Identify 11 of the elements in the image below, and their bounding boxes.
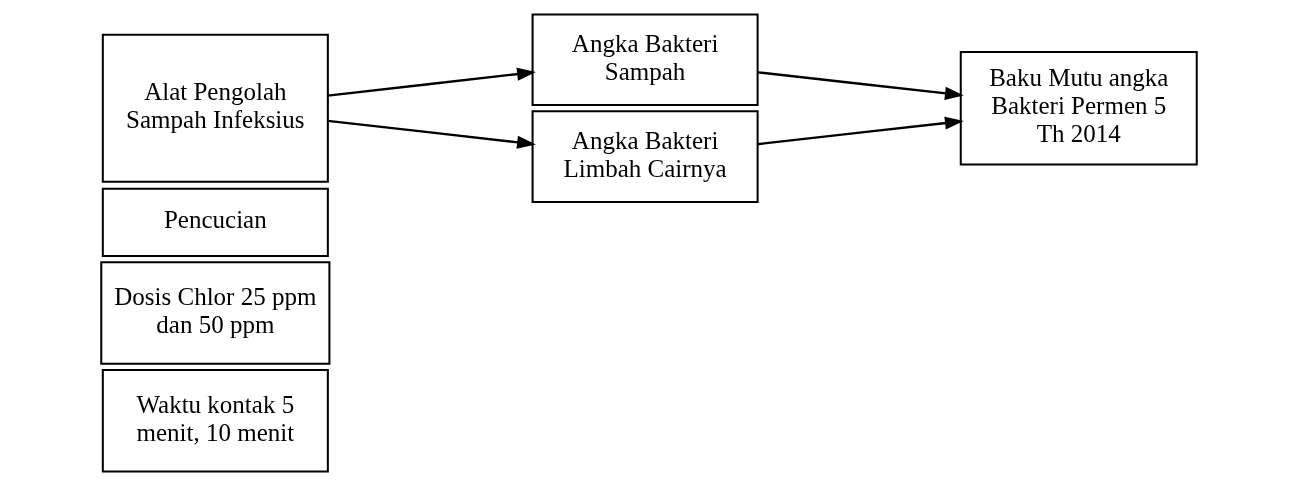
node-box: Pencucian xyxy=(101,187,329,257)
node-box: Waktu kontak 5 menit, 10 menit xyxy=(101,368,329,473)
node-box: Angka Bakteri Limbah Cairnya xyxy=(531,110,759,203)
node-box: Dosis Chlor 25 ppm dan 50 ppm xyxy=(99,261,330,365)
arrow xyxy=(757,71,964,100)
arrow xyxy=(327,119,536,149)
node-box: Angka Bakteri Sampah xyxy=(531,13,759,107)
node-box: Baku Mutu angka Bakteri Permen 5 Th 2014 xyxy=(959,50,1198,166)
arrow xyxy=(327,67,536,97)
node-box: Alat Pengolah Sampah Infeksius xyxy=(101,33,329,183)
arrow xyxy=(757,116,964,146)
